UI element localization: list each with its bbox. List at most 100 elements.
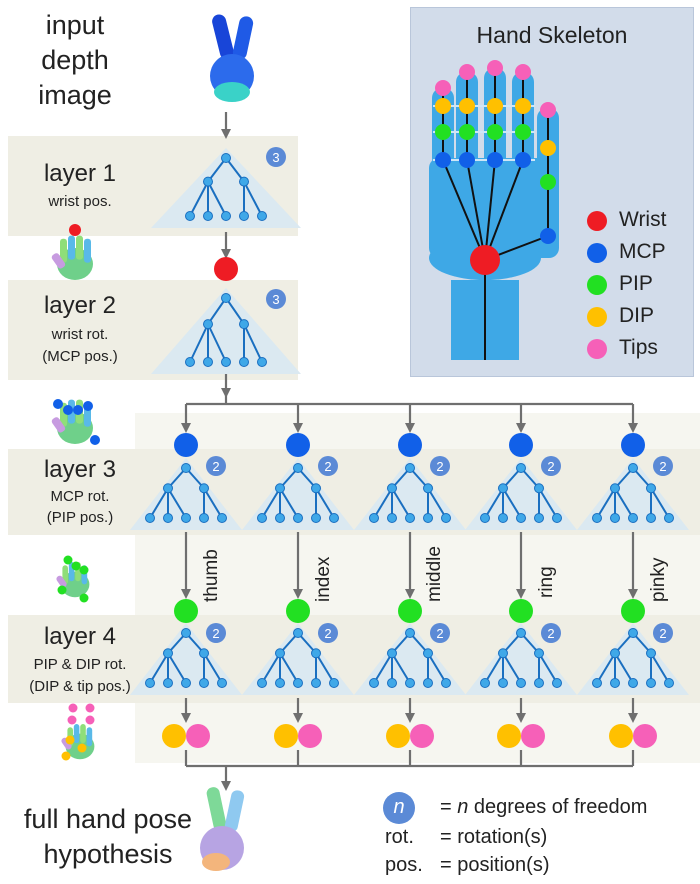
pip-dot-thumb [174,599,198,623]
finger-label-ring: ring [536,566,557,598]
legend-label-dip: DIP [619,304,655,327]
layer2-tree-node [239,319,249,330]
layer4-tree-ring-bg [465,623,577,695]
legend-dot-tips [587,339,607,359]
dof-text: degrees of freedom [468,796,648,818]
layer4-tree-ring-edge [484,652,504,684]
hand-skeleton-title: Hand Skeleton [476,22,628,48]
layer3-dof-badge-pinky [653,456,673,476]
rot-key: rot. [385,826,414,848]
tip-dot-middle [410,724,434,748]
input-finger-left [212,14,234,60]
layer1-hand-thumbnail-finger [60,238,67,263]
layer4-tree-pinky-bg [577,623,689,695]
layer3-thumb-pip-dot [63,555,73,565]
layer4-tree-middle-edge [427,652,447,684]
layer3-tree-middle-node [387,513,397,523]
skeleton-pip-joint [459,124,475,140]
layer3-tree-ring-edge [484,487,504,519]
layer4-tree-thumb-node [163,648,173,659]
skeleton-pip-joint [435,124,451,140]
layer3-tree-index-node [275,483,285,494]
layer4-thumb-tip-dot [85,715,95,725]
layer4-tree-pinky-node [664,678,674,688]
layer2-tree-node [221,357,231,367]
layer2-tree-node [239,357,249,367]
layer4-tree-middle-node [423,678,433,688]
layer3-tree-index-node [293,513,303,523]
layer3-tree-pinky-node [592,513,602,523]
dof-definition: = n degrees of freedom [440,796,647,819]
output-wrist [202,853,230,871]
layer4-tree-middle-node [405,628,415,638]
layer4-tree-ring-node [516,678,526,688]
layer3-tree-middle-node [423,513,433,523]
layer4-tree-index-edge [261,652,281,684]
skeleton-mcp-joint [435,152,451,168]
skeleton-pip-joint [487,124,503,140]
layer1-hand-thumbnail-thumb [51,253,66,269]
layer4-tree-middle [354,623,466,695]
layer1-tree-node [203,176,213,187]
skeleton-bone-metacarpal [484,159,524,261]
layer2-tree-edge [189,323,209,363]
pip-dot-ring [509,599,533,623]
layer4-thumb-dip-dot [61,751,71,761]
skeleton-thumb-dip-joint [540,140,556,156]
layer4-tree-pinky-node [628,628,638,638]
layer4-tree-index-node [311,678,321,688]
layer3-dof-badge-index [318,456,338,476]
layer4-tree-thumb-node [217,678,227,688]
pip-dot-middle [398,599,422,623]
layer4-tree-pinky-edge [650,652,670,684]
layer4-tree-middle-bg [354,623,466,695]
layer4-tree-thumb-node [199,648,209,659]
layer3-tree-pinky-edge [650,487,670,519]
layer4-tree-index-node [311,648,321,659]
layer3-tree-index [242,458,354,530]
layer3-tree-pinky-node [646,513,656,523]
output-label-line1: full hand pose [23,804,193,834]
layer3-tree-thumb [130,458,242,530]
dof-badge-icon: n [383,792,415,824]
layer4-tree-pinky-node [646,678,656,688]
layer3-hand-thumbnail-thumb [56,575,67,588]
layer3-tree-thumb-node [163,513,173,523]
layer3-tree-index-node [293,463,303,473]
layer2-thumb-mcp-dot [53,399,63,409]
layer4-tree-pinky-node [610,648,620,659]
layer4-tree-ring-node [498,678,508,688]
mcp-dot-ring [509,433,533,457]
output-label-line2: hypothesis [43,839,173,869]
layer4-tree-thumb-edge [167,652,187,684]
layer4-dof-badge-pinky [653,623,673,643]
layer3-tree-thumb-edge [203,487,223,519]
layer1-tree-node [221,153,231,163]
layer3-tree-middle-edge [427,487,447,519]
legend-label-pip: PIP [619,272,653,295]
layer1-tree-node [221,211,231,221]
layer3-tree-index-node [257,513,267,523]
layer3-tree-pinky-node [628,513,638,523]
skeleton-dip-joint [435,98,451,114]
layer4-sub2: (DIP & tip pos.) [29,678,131,695]
layer2-hand-thumbnail-thumb [51,417,66,433]
layer4-tree-middle-node [387,678,397,688]
layer4-tree-thumb-node [199,678,209,688]
pip-dot-pinky [621,599,645,623]
dof-italic-n: n [457,796,469,818]
layer3-tree-ring-edge [538,487,558,519]
layer2-thumb-mcp-dot [63,405,73,415]
layer1-tree-edge [189,181,209,217]
layer3-dof-badge-ring [541,456,561,476]
skeleton-dip-joint [459,98,475,114]
layer3-tree-pinky-node [628,463,638,473]
skeleton-thumb-tip-joint [540,102,556,118]
layer1-hand-thumbnail-finger [68,235,75,260]
input-label-line2: depth [41,45,109,75]
mcp-dot-thumb [174,433,198,457]
layer3-tree-ring-node [480,513,490,523]
layer3-tree-index-node [311,513,321,523]
mcp-dot-index [286,433,310,457]
pos-key: pos. [385,854,423,876]
